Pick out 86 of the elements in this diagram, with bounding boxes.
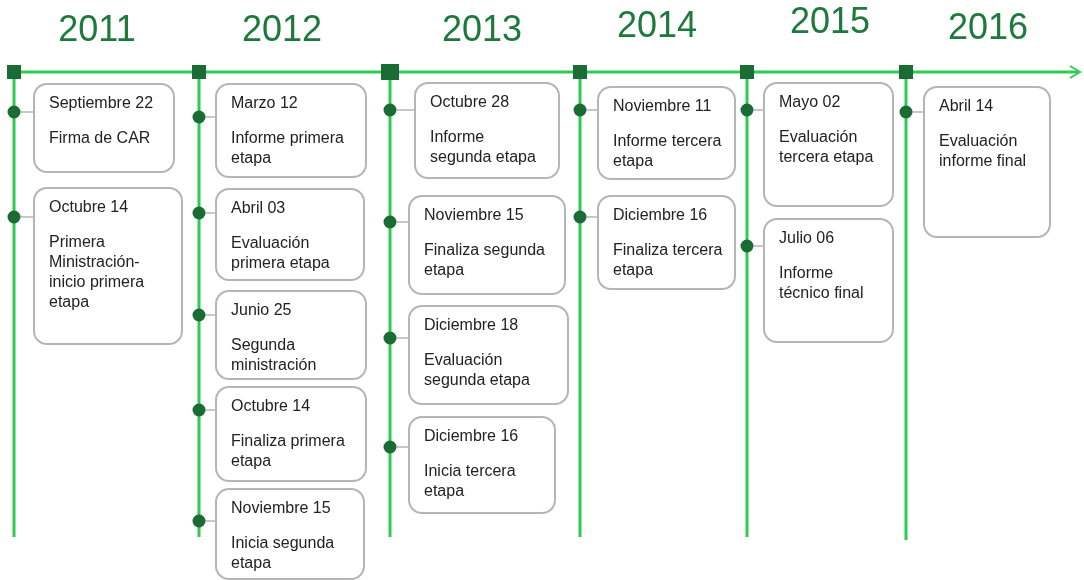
event-description: Finaliza primera etapa: [231, 431, 346, 471]
event-description: Segunda ministración: [231, 335, 318, 375]
timeline-dot: [573, 210, 587, 224]
event-date: Noviembre 15: [424, 205, 525, 224]
year-label: 2015: [789, 0, 871, 42]
timeline-dot: [899, 105, 913, 119]
event-card: [597, 195, 736, 290]
event-card: [597, 86, 736, 180]
event-card: [33, 83, 175, 173]
connector-line: [585, 216, 598, 218]
connector-line: [395, 337, 409, 339]
event-date: Septiembre 22: [49, 93, 155, 112]
event-card: [414, 82, 560, 179]
connector-line: [752, 109, 764, 111]
connector-line: [204, 116, 216, 118]
event-card: [763, 82, 894, 207]
connector-line: [204, 409, 216, 411]
event-description: Finaliza segunda etapa: [424, 240, 546, 280]
connector-line: [204, 520, 216, 522]
event-date: Noviembre 11: [613, 96, 713, 115]
timeline-dot: [192, 308, 206, 322]
event-date: Noviembre 15: [231, 498, 332, 517]
timeline-dot: [192, 403, 206, 417]
connector-line: [204, 212, 216, 214]
event-description: Informe primera etapa: [231, 128, 345, 168]
event-date: Abril 03: [231, 198, 287, 217]
timeline-dot: [383, 440, 397, 454]
event-card: [215, 290, 367, 380]
connector-line: [395, 221, 409, 223]
timeline-dot: [383, 215, 397, 229]
event-card: [215, 488, 365, 580]
event-date: Mayo 02: [779, 92, 842, 111]
connector-line: [19, 216, 34, 218]
event-date: Diciembre 16: [424, 426, 520, 445]
connector-line: [752, 245, 764, 247]
connector-line: [585, 109, 598, 111]
event-date: Abril 14: [939, 96, 995, 115]
year-label: 2012: [241, 8, 323, 50]
event-description: Evaluación primera etapa: [231, 233, 331, 273]
event-card: [215, 188, 365, 281]
timeline-dot: [740, 103, 754, 117]
year-label: 2016: [947, 6, 1029, 48]
event-card: [763, 218, 894, 343]
connector-line: [395, 446, 409, 448]
year-label: 2013: [441, 8, 523, 50]
event-date: Diciembre 16: [613, 205, 709, 224]
event-date: Julio 06: [779, 228, 836, 247]
event-card: [408, 416, 556, 514]
connector-line: [19, 111, 34, 113]
event-card: [215, 386, 367, 482]
event-date: Octubre 14: [231, 396, 312, 415]
event-date: Marzo 12: [231, 93, 299, 112]
event-card: [33, 187, 183, 345]
event-description: Primera Ministración-inicio primera etapa: [49, 232, 146, 312]
timeline-dot: [192, 110, 206, 124]
timeline-dot: [192, 514, 206, 528]
timeline-dot: [7, 210, 21, 224]
timeline-dot: [740, 239, 754, 253]
timeline-dot: [7, 105, 21, 119]
connector-line: [204, 314, 216, 316]
connector-line: [911, 111, 924, 113]
timeline-dot: [573, 103, 587, 117]
event-card: [215, 83, 367, 178]
event-description: Inicia segunda etapa: [231, 533, 336, 573]
event-date: Diciembre 18: [424, 315, 520, 334]
event-description: Firma de CAR: [49, 128, 152, 148]
event-date: Junio 25: [231, 300, 293, 319]
event-description: Inicia tercera etapa: [424, 461, 517, 501]
year-label: 2014: [616, 4, 698, 46]
event-card: [408, 305, 569, 405]
event-date: Octubre 28: [430, 92, 511, 111]
event-date: Octubre 14: [49, 197, 130, 216]
event-description: Informe tercera etapa: [613, 131, 723, 171]
event-card: [408, 195, 566, 295]
event-description: Finaliza tercera etapa: [613, 240, 724, 280]
event-description: Informe segunda etapa: [430, 127, 537, 167]
connector-line: [395, 109, 415, 111]
event-description: Evaluación tercera etapa: [779, 127, 875, 167]
timeline-dot: [383, 103, 397, 117]
event-description: Informe técnico final: [779, 263, 865, 303]
timeline-dot: [383, 331, 397, 345]
timeline-dot: [192, 206, 206, 220]
event-description: Evaluación informe final: [939, 131, 1028, 171]
event-card: [923, 86, 1051, 238]
year-label: 2011: [58, 8, 136, 50]
event-description: Evaluación segunda etapa: [424, 350, 531, 390]
